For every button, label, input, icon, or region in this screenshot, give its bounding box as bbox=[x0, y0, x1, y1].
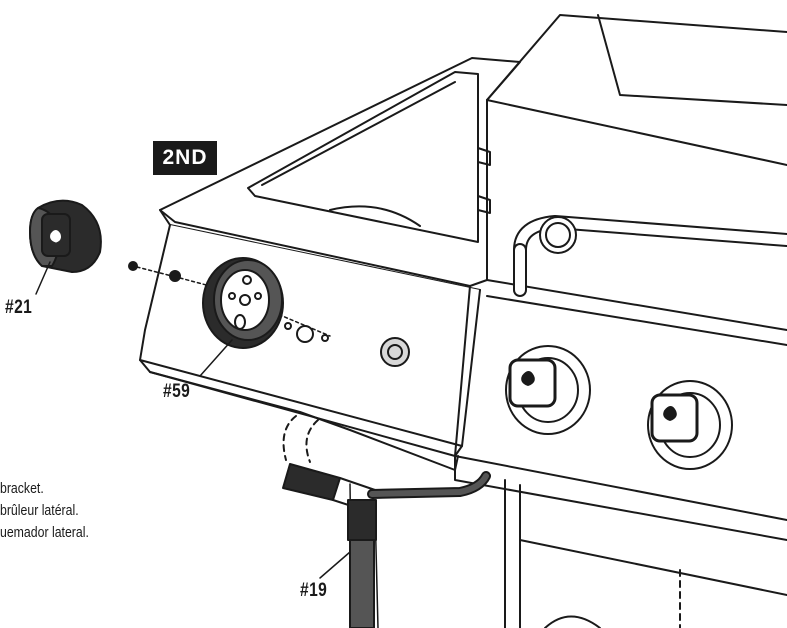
flame-icon bbox=[50, 230, 61, 243]
instruction-line-3: uemador lateral. bbox=[0, 524, 89, 541]
igniter-button bbox=[380, 337, 410, 367]
main-control-knob-2 bbox=[647, 380, 733, 470]
side-burner-knob bbox=[29, 199, 102, 273]
grill-body bbox=[454, 14, 787, 628]
control-bezel bbox=[202, 257, 329, 349]
hose-part-label: #19 bbox=[300, 580, 328, 601]
step-badge: 2ND bbox=[153, 141, 217, 175]
leader-lines bbox=[35, 261, 351, 579]
main-control-knob-1 bbox=[505, 345, 591, 435]
instruction-line-2: brûleur latéral. bbox=[0, 502, 79, 519]
gas-hose-assembly bbox=[282, 415, 491, 628]
knob-part-label: #21 bbox=[5, 297, 33, 318]
instruction-line-1: bracket. bbox=[0, 480, 44, 497]
bezel-part-label: #59 bbox=[163, 381, 191, 402]
